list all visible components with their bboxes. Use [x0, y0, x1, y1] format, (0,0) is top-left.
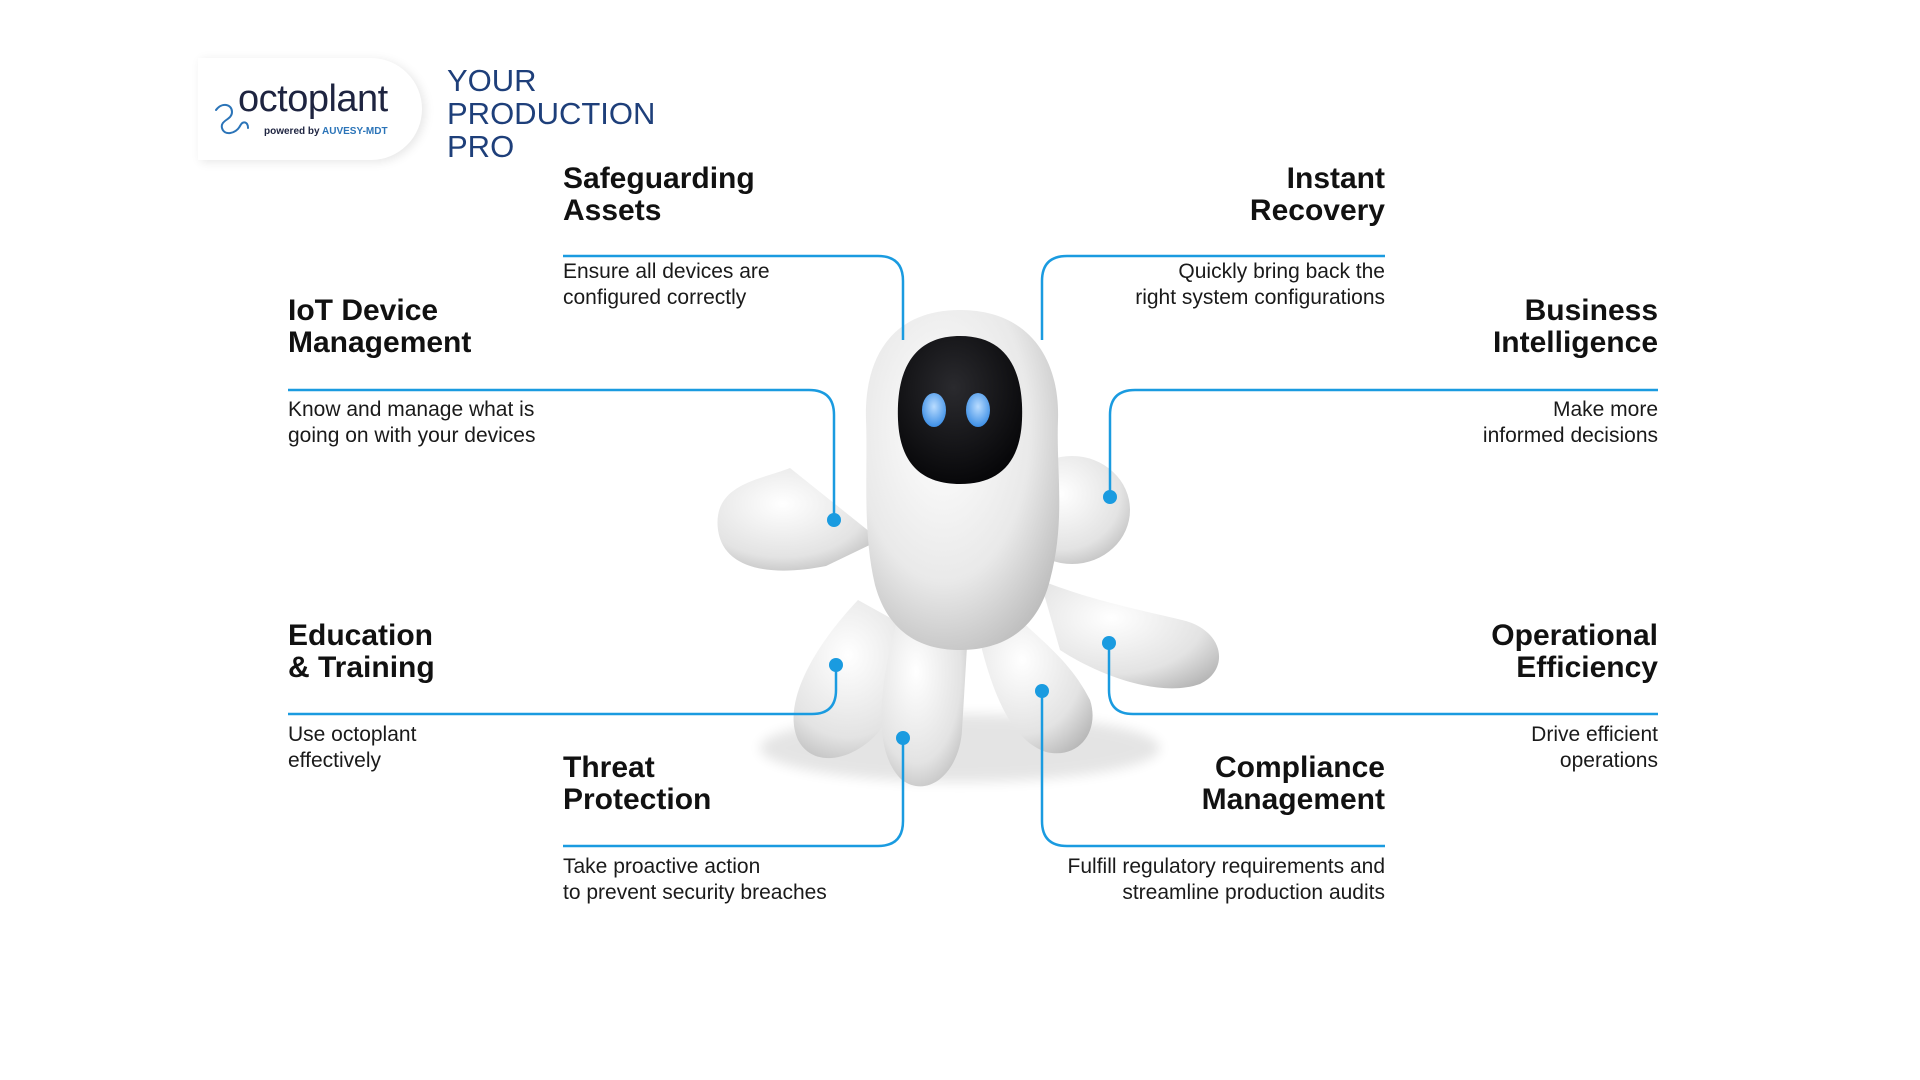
- feature-iot-device-management: IoT Device Management Know and manage wh…: [288, 295, 608, 449]
- connector-operational-efficiency: [1107, 643, 1658, 716]
- feature-instant-recovery: Instant Recovery Quickly bring back the …: [1065, 163, 1385, 311]
- feature-title: Safeguarding Assets: [563, 162, 755, 227]
- node-education-training: [829, 658, 843, 672]
- connector-safeguarding-assets: [563, 254, 905, 340]
- feature-title: Operational Efficiency: [1491, 619, 1658, 684]
- feature-description: Make more informed decisions: [1482, 398, 1658, 447]
- feature-safeguarding-assets: Safeguarding Assets Ensure all devices a…: [563, 163, 883, 311]
- connector-threat-protection: [563, 738, 905, 848]
- right-eye-icon: [966, 393, 990, 427]
- feature-title: Education & Training: [288, 619, 435, 684]
- feature-compliance-management: Compliance Management Fulfill regulatory…: [985, 752, 1385, 906]
- connector-compliance-management: [1040, 691, 1385, 848]
- feature-description: Fulfill regulatory requirements and stre…: [1067, 855, 1385, 904]
- logo-powered-by: powered by AUVESY-MDT: [264, 126, 388, 137]
- feature-education-training: Education & Training Use octoplant effec…: [288, 620, 608, 774]
- feature-title: Compliance Management: [1201, 751, 1385, 816]
- connector-iot-device-management: [288, 388, 836, 520]
- feature-threat-protection: Threat Protection Take proactive action …: [563, 752, 883, 906]
- feature-description: Take proactive action to prevent securit…: [563, 855, 827, 904]
- feature-description: Use octoplant effectively: [288, 723, 417, 772]
- brand-name: AUVESY-MDT: [322, 126, 388, 137]
- powered-by-text: powered by: [264, 126, 320, 137]
- feature-title: Instant Recovery: [1249, 162, 1385, 227]
- feature-title: Threat Protection: [563, 751, 712, 816]
- left-eye-icon: [922, 393, 946, 427]
- node-business-intelligence: [1103, 490, 1117, 504]
- feature-description: Know and manage what is going on with yo…: [288, 398, 536, 447]
- node-compliance-management: [1035, 684, 1049, 698]
- logo-wordmark: octoplant: [238, 78, 388, 120]
- logo-card: octoplant powered by AUVESY-MDT: [198, 58, 422, 160]
- tagline: YOUR PRODUCTION PRO: [447, 63, 656, 164]
- connector-instant-recovery: [1040, 254, 1385, 340]
- connector-business-intelligence: [1108, 388, 1658, 497]
- octopus-mascot: [717, 310, 1220, 787]
- feature-description: Quickly bring back the right system conf…: [1135, 260, 1385, 309]
- feature-description: Ensure all devices are configured correc…: [563, 260, 770, 309]
- feature-business-intelligence: Business Intelligence Make more informed…: [1338, 295, 1658, 449]
- octopus-squiggle-icon: [215, 104, 249, 134]
- feature-title: Business Intelligence: [1492, 294, 1658, 359]
- node-iot-device-management: [827, 513, 841, 527]
- node-threat-protection: [896, 731, 910, 745]
- feature-title: IoT Device Management: [288, 294, 472, 359]
- connector-education-training: [288, 665, 838, 716]
- feature-operational-efficiency: Operational Efficiency Drive efficient o…: [1338, 620, 1658, 774]
- node-operational-efficiency: [1102, 636, 1116, 650]
- feature-description: Drive efficient operations: [1531, 723, 1658, 772]
